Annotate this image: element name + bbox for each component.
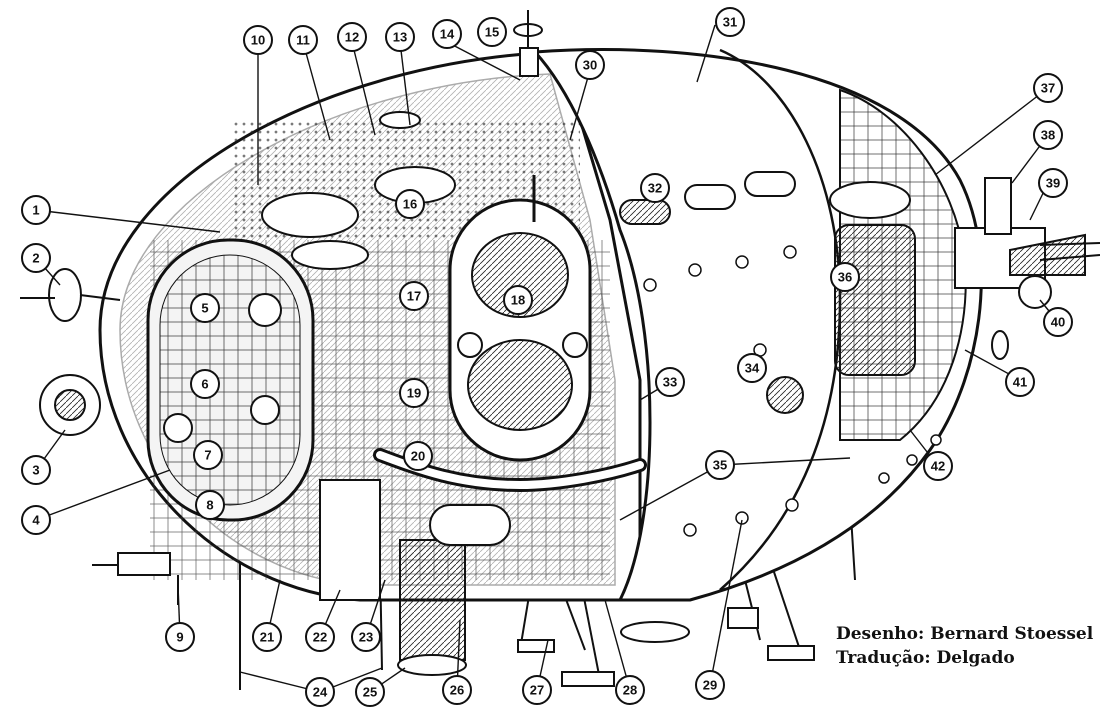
svg-text:19: 19 [407, 386, 421, 401]
callout-36: 36 [830, 262, 860, 292]
svg-text:5: 5 [201, 301, 208, 316]
svg-text:7: 7 [204, 448, 211, 463]
svg-text:30: 30 [583, 58, 597, 73]
svg-text:25: 25 [363, 685, 377, 700]
svg-text:6: 6 [201, 377, 208, 392]
callout-28: 28 [615, 675, 645, 705]
engine-pod [954, 177, 1100, 360]
callout-1: 1 [21, 195, 51, 225]
svg-text:13: 13 [393, 30, 407, 45]
forward-compartment [146, 238, 315, 522]
svg-text:33: 33 [663, 375, 677, 390]
callout-34: 34 [737, 353, 767, 383]
callout-38: 38 [1033, 120, 1063, 150]
callout-32: 32 [640, 173, 670, 203]
svg-text:24: 24 [313, 685, 328, 700]
top-mast [513, 10, 543, 77]
svg-text:42: 42 [931, 459, 945, 474]
svg-text:28: 28 [623, 683, 637, 698]
side-thruster [92, 552, 179, 605]
callout-25: 25 [355, 677, 385, 707]
svg-text:27: 27 [530, 683, 544, 698]
callout-18: 18 [503, 285, 533, 315]
svg-text:3: 3 [32, 463, 39, 478]
callout-10: 10 [243, 25, 273, 55]
svg-text:29: 29 [703, 678, 717, 693]
callout-16: 16 [395, 189, 425, 219]
callout-3: 3 [21, 455, 51, 485]
callout-21: 21 [252, 622, 282, 652]
callout-35: 35 [705, 450, 735, 480]
callout-27: 27 [522, 675, 552, 705]
svg-text:20: 20 [411, 449, 425, 464]
callout-39: 39 [1038, 168, 1068, 198]
svg-text:18: 18 [511, 293, 525, 308]
landing-legs [239, 499, 856, 690]
callout-24: 24 [305, 677, 335, 707]
svg-text:35: 35 [713, 458, 727, 473]
svg-text:22: 22 [313, 630, 327, 645]
svg-text:4: 4 [32, 513, 40, 528]
callout-42: 42 [923, 451, 953, 481]
callout-8: 8 [195, 490, 225, 520]
nose-dish [20, 268, 121, 436]
callout-4: 4 [21, 505, 51, 535]
svg-text:14: 14 [440, 27, 455, 42]
translation-credit: Tradução: Delgado [836, 648, 1015, 668]
callout-17: 17 [399, 281, 429, 311]
drawing-credit: Desenho: Bernard Stoessel [836, 624, 1094, 644]
callout-31: 31 [715, 7, 745, 37]
svg-text:34: 34 [745, 361, 760, 376]
callout-37: 37 [1033, 73, 1063, 103]
svg-text:11: 11 [296, 33, 310, 48]
svg-text:2: 2 [32, 251, 39, 266]
svg-text:8: 8 [206, 498, 213, 513]
upper-deck-domes [261, 111, 456, 270]
svg-text:1: 1 [32, 203, 39, 218]
credits-block: Desenho: Bernard Stoessel Tradução: Delg… [836, 622, 1093, 670]
callout-20: 20 [403, 441, 433, 471]
callout-13: 13 [385, 22, 415, 52]
svg-text:21: 21 [260, 630, 274, 645]
svg-text:32: 32 [648, 181, 662, 196]
svg-text:36: 36 [838, 270, 852, 285]
svg-text:37: 37 [1041, 81, 1055, 96]
svg-text:41: 41 [1013, 375, 1027, 390]
callout-33: 33 [655, 367, 685, 397]
callout-14: 14 [432, 19, 462, 49]
svg-text:40: 40 [1051, 315, 1065, 330]
callout-12: 12 [337, 22, 367, 52]
callout-22: 22 [305, 622, 335, 652]
svg-text:26: 26 [450, 683, 464, 698]
callout-15: 15 [477, 17, 507, 47]
svg-text:12: 12 [345, 30, 359, 45]
callout-11: 11 [288, 25, 318, 55]
callout-19: 19 [399, 378, 429, 408]
aft-machinery [829, 88, 967, 441]
callout-7: 7 [193, 440, 223, 470]
svg-text:10: 10 [251, 33, 265, 48]
callout-23: 23 [351, 622, 381, 652]
landing-pods [319, 479, 511, 676]
svg-text:31: 31 [723, 15, 737, 30]
svg-text:17: 17 [407, 289, 421, 304]
svg-text:38: 38 [1041, 128, 1055, 143]
callout-41: 41 [1005, 367, 1035, 397]
callout-40: 40 [1043, 307, 1073, 337]
svg-text:39: 39 [1046, 176, 1060, 191]
callout-26: 26 [442, 675, 472, 705]
callout-6: 6 [190, 369, 220, 399]
callout-2: 2 [21, 243, 51, 273]
callout-5: 5 [190, 293, 220, 323]
svg-text:16: 16 [403, 197, 417, 212]
svg-text:23: 23 [359, 630, 373, 645]
callout-9: 9 [165, 622, 195, 652]
svg-text:15: 15 [485, 25, 499, 40]
callout-30: 30 [575, 50, 605, 80]
svg-text:9: 9 [176, 630, 183, 645]
reactor-tower [448, 175, 592, 462]
callout-29: 29 [695, 670, 725, 700]
